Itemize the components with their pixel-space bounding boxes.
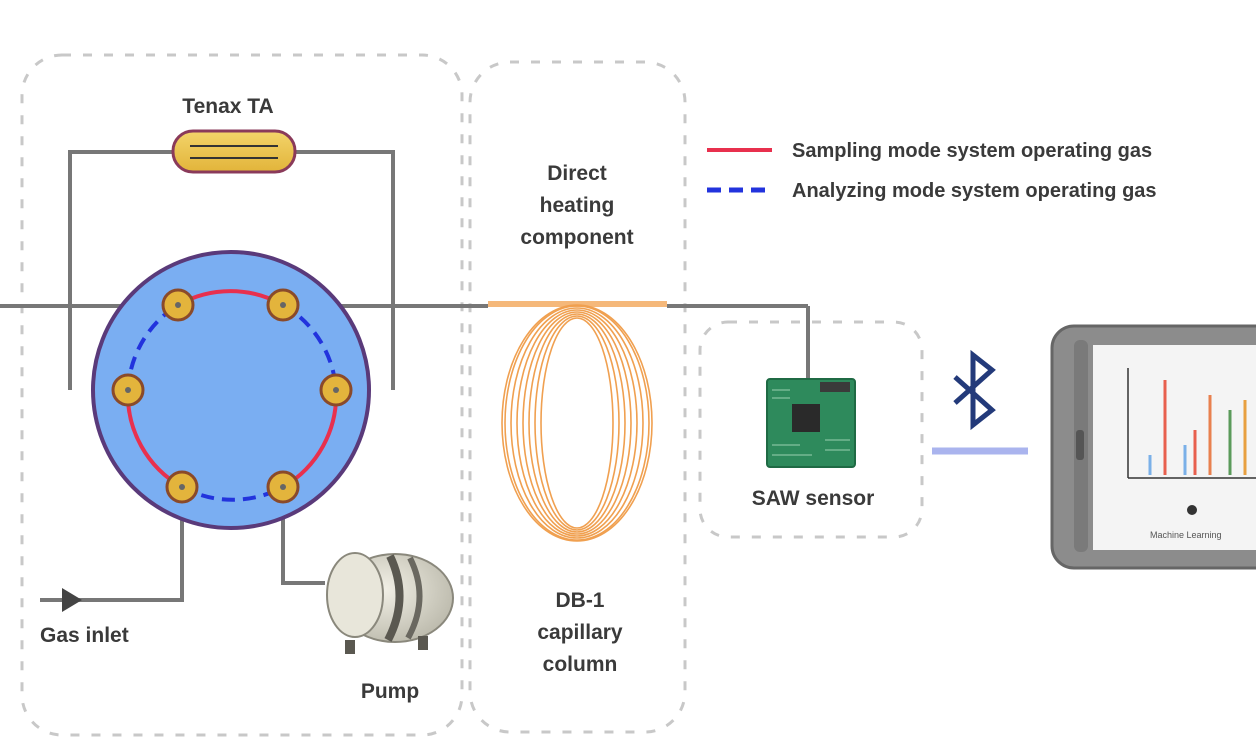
direct-heating-label-line1: Direct: [547, 162, 607, 185]
legend-analyzing-label: Analyzing mode system operating gas: [792, 180, 1157, 202]
gas-inlet-label: Gas inlet: [40, 624, 129, 647]
direct-heating-label-line2: heating: [540, 194, 615, 217]
saw-sensor-label: SAW sensor: [752, 487, 875, 510]
legend-sampling-label: Sampling mode system operating gas: [792, 140, 1152, 162]
capillary-coil: [501, 304, 653, 542]
sensor-board-icon: [766, 378, 856, 468]
valve-group-box: [20, 53, 464, 737]
column-label-line2: capillary: [537, 621, 623, 644]
rotary-valve: [91, 250, 371, 530]
pump-label: Pump: [361, 680, 419, 703]
bluetooth-icon: [953, 349, 996, 431]
tenax-trap: [171, 129, 297, 174]
valve-ports: [111, 288, 353, 504]
pump-icon: [326, 552, 454, 654]
heating-column-group-box: [468, 60, 687, 734]
column-label-line3: column: [543, 653, 618, 676]
machine-learning-label: Machine Learning: [1150, 530, 1222, 540]
tablet-icon: Machine Learning: [1050, 324, 1256, 570]
legend: Sampling mode system operating gas Analy…: [707, 140, 1157, 202]
direct-heating-label-line3: component: [520, 226, 633, 249]
inlet-arrow-icon: [62, 588, 82, 612]
tenax-label: Tenax TA: [182, 95, 273, 118]
column-label-line1: DB-1: [555, 589, 604, 612]
